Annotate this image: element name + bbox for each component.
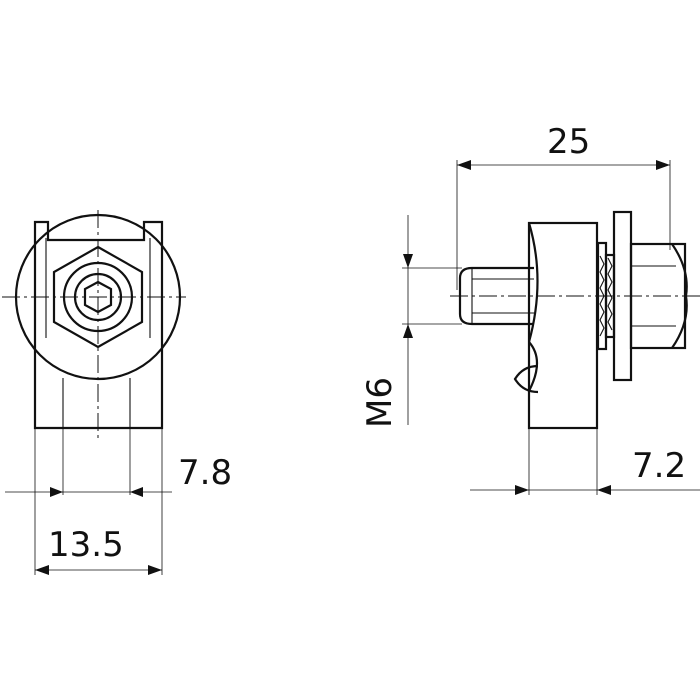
front-body-inner-lines (45, 238, 151, 428)
thread-dimension-text: M6 (360, 377, 400, 428)
front-extension-lines (34, 428, 163, 575)
front-view: 7.8 13.5 (2, 210, 232, 575)
arrowhead-icon (656, 160, 670, 170)
arrowhead-icon (130, 487, 143, 497)
clamp-block-curve (527, 222, 539, 343)
hex-nut-icon (52, 245, 144, 349)
arrowhead-icon (403, 324, 413, 338)
arrowhead-icon (148, 565, 162, 575)
arrowhead-icon (457, 160, 471, 170)
front-width-dimension-text: 13.5 (48, 525, 124, 565)
side-view: 25 M6 (360, 122, 700, 495)
clamp-block (527, 221, 599, 430)
clamp-lobe (513, 364, 539, 394)
arrowhead-icon (597, 485, 611, 495)
spring-washer-detail (607, 257, 613, 331)
arrowhead-icon (50, 487, 63, 497)
side-width-dimension-text: 7.2 (632, 446, 686, 486)
front-body-outline (33, 220, 164, 430)
arrowhead-icon (515, 485, 529, 495)
front-inner-dimension-text: 7.8 (178, 453, 232, 493)
arrowhead-icon (403, 254, 413, 268)
clamp-block-lower-curve (528, 341, 539, 392)
overall-length-dimension-text: 25 (547, 122, 590, 162)
arrowhead-icon (35, 565, 49, 575)
